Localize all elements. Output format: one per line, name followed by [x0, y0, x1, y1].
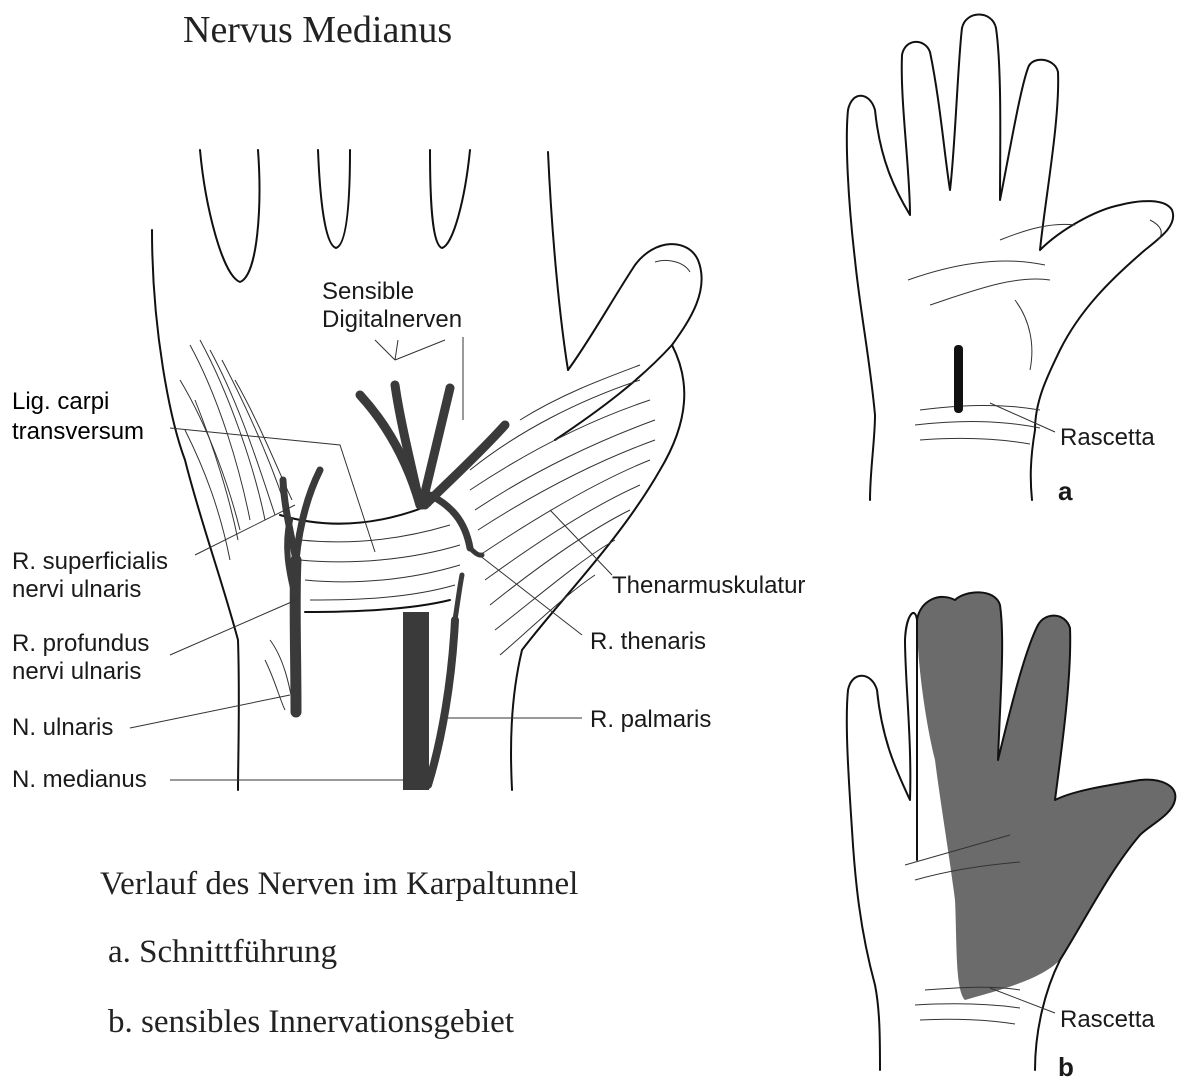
caption-line-1: Verlauf des Nerven im Karpaltunnel	[100, 866, 578, 903]
label-rascetta-a: Rascetta	[1060, 424, 1155, 452]
label-nervi-ulnaris-1: nervi ulnaris	[12, 576, 141, 604]
label-digitalnerven: Digitalnerven	[322, 306, 462, 334]
label-transversum: transversum	[12, 418, 144, 446]
label-sensible: Sensible	[322, 278, 414, 306]
label-r-superficialis: R. superficialis	[12, 548, 168, 576]
incision-line-a	[954, 345, 963, 413]
label-n-medianus: N. medianus	[12, 766, 147, 794]
label-nervi-ulnaris-2: nervi ulnaris	[12, 658, 141, 686]
label-r-thenaris: R. thenaris	[590, 628, 706, 656]
hypothenar-fibers	[180, 340, 292, 560]
label-thenarmuskulatur: Thenarmuskulatur	[612, 572, 805, 600]
thenar-fibers	[470, 365, 655, 655]
label-r-profundus: R. profundus	[12, 630, 149, 658]
caption-line-3: b. sensibles Innervationsgebiet	[108, 1004, 514, 1041]
label-r-palmaris: R. palmaris	[590, 706, 711, 734]
label-rascetta-b: Rascetta	[1060, 1006, 1155, 1034]
caption-line-2: a. Schnittführung	[108, 934, 337, 971]
page-title: Nervus Medianus	[183, 8, 452, 52]
label-lig-carpi: Lig. carpi	[12, 388, 109, 416]
ulnar-nerve	[283, 470, 320, 712]
median-nerve	[360, 385, 505, 790]
figure-letter-a: a	[1058, 476, 1072, 507]
label-n-ulnaris: N. ulnaris	[12, 714, 113, 742]
hand-b-shaded-region	[917, 592, 1175, 1000]
figure-letter-b: b	[1058, 1052, 1074, 1083]
